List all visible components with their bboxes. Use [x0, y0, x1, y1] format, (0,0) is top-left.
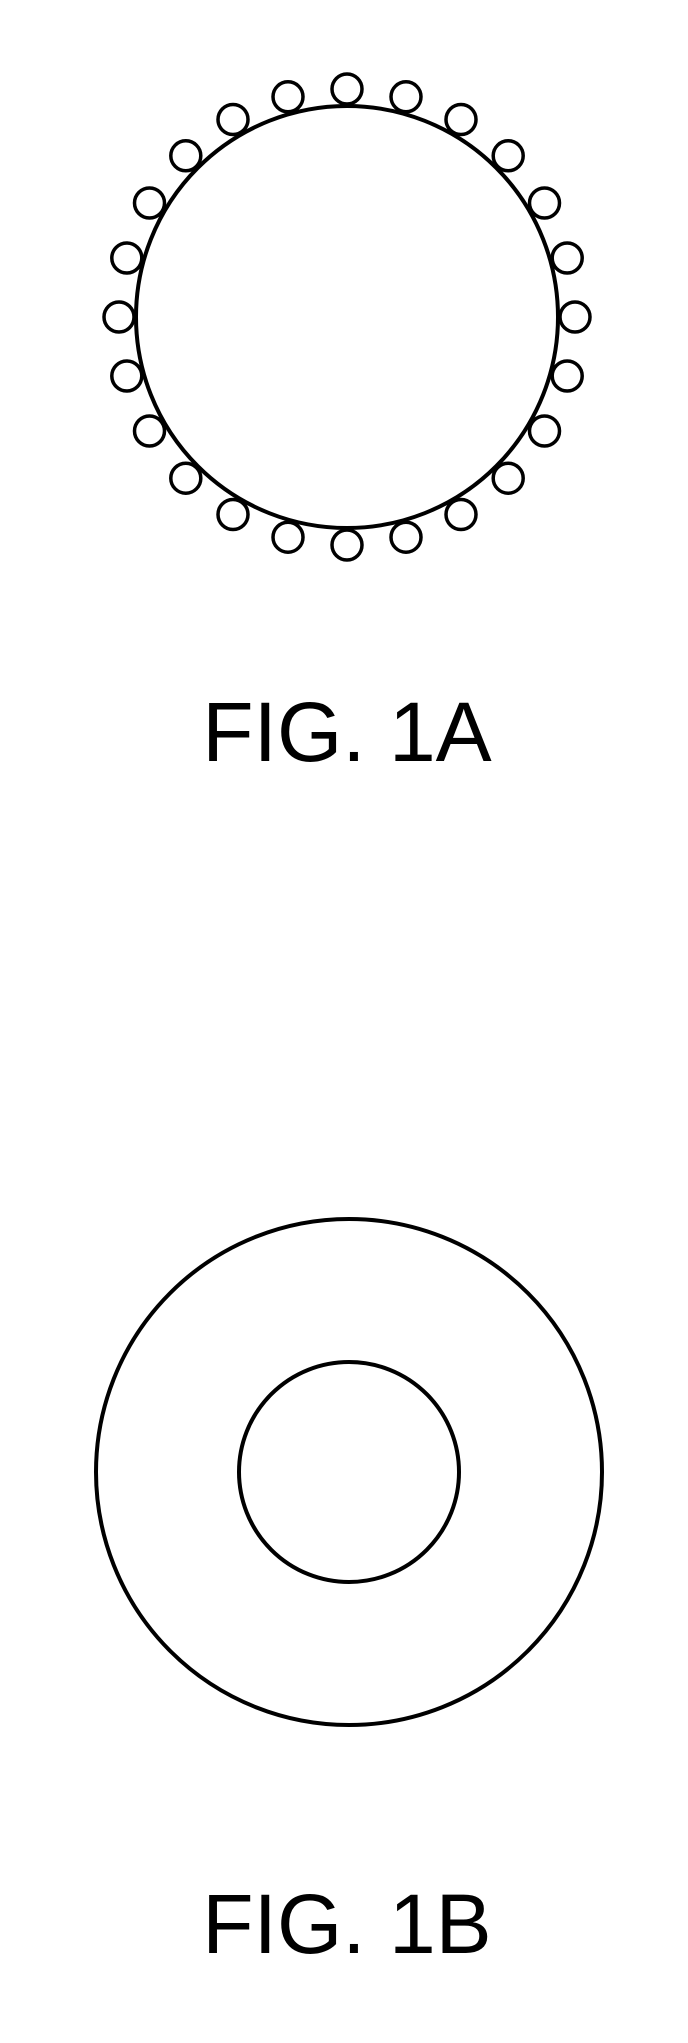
surface-particle	[391, 522, 421, 552]
surface-particle	[135, 416, 165, 446]
figure-1b-caption: FIG. 1B	[202, 1877, 491, 1971]
surface-particle	[171, 141, 201, 171]
surface-particle	[273, 82, 303, 112]
surface-particle	[332, 530, 362, 560]
figure-1b: FIG. 1B	[96, 1219, 602, 1971]
surface-particle	[218, 105, 248, 135]
core-sphere	[136, 106, 558, 528]
surface-particle	[493, 141, 523, 171]
surface-particle	[560, 302, 590, 332]
surface-particle	[332, 74, 362, 104]
surface-particle	[446, 500, 476, 530]
inner-core	[239, 1362, 459, 1582]
outer-shell	[96, 1219, 602, 1725]
figure-1a-caption: FIG. 1A	[202, 685, 491, 779]
surface-particle	[530, 416, 560, 446]
surface-particles	[104, 74, 590, 560]
surface-particle	[273, 522, 303, 552]
surface-particle	[552, 243, 582, 273]
surface-particle	[552, 361, 582, 391]
surface-particle	[446, 105, 476, 135]
surface-particle	[493, 463, 523, 493]
surface-particle	[112, 243, 142, 273]
surface-particle	[112, 361, 142, 391]
surface-particle	[391, 82, 421, 112]
surface-particle	[530, 188, 560, 218]
surface-particle	[171, 463, 201, 493]
surface-particle	[135, 188, 165, 218]
surface-particle	[218, 500, 248, 530]
figure-1a: FIG. 1A	[104, 74, 590, 779]
surface-particle	[104, 302, 134, 332]
